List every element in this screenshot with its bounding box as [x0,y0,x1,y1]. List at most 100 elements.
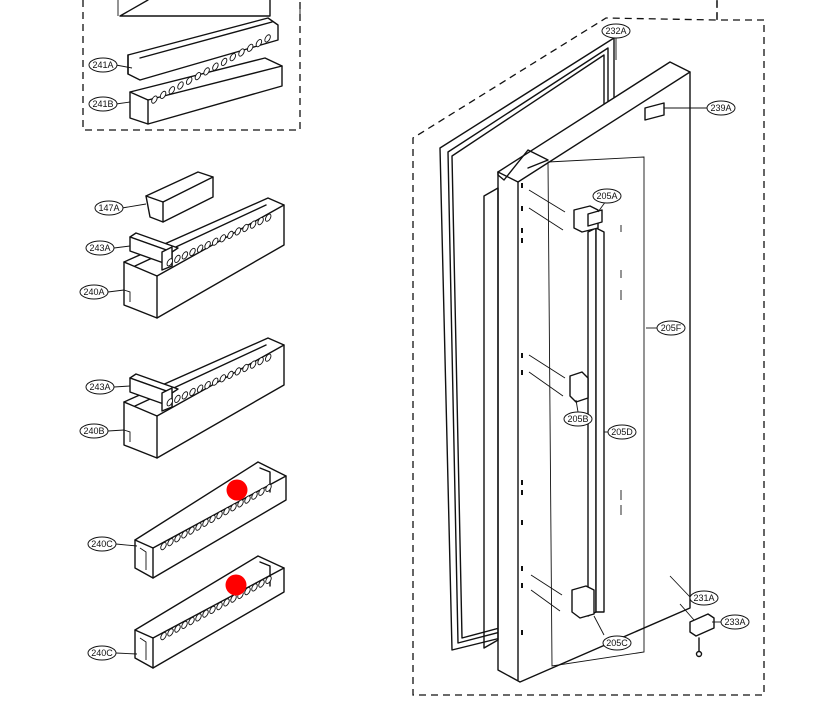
group-241-dashed-box [82,0,301,131]
leader-lines [107,38,722,655]
vent-slot [212,62,219,71]
callout-240C-2: 240C [87,645,117,661]
vent-slot [181,530,188,539]
vent-slot [189,387,196,397]
svg-text:205F: 205F [661,323,682,333]
callout-231A: 231A [689,590,719,606]
callout-233A: 233A [720,614,750,630]
svg-text:205C: 205C [606,638,628,648]
callouts: 241A 241B 147A 243A 240A 243A 240B 240C [79,23,750,661]
svg-text:232A: 232A [605,26,626,36]
vent-slot [238,48,245,57]
svg-text:233A: 233A [724,617,745,627]
vent-slot [251,583,258,592]
vent-slot [257,217,264,226]
vent-slot [242,363,249,373]
vent-slot [255,39,263,48]
vent-slot [166,398,174,407]
vent-slot [168,86,176,95]
vent-slot [246,43,254,52]
callout-232A: 232A [601,23,631,39]
vent-slot [188,526,195,535]
vent-slot [188,617,195,626]
vent-slot [174,254,181,263]
svg-text:240B: 240B [83,426,104,436]
callout-243A-1: 243A [85,240,115,256]
callout-243A-2: 243A [85,379,115,395]
vent-slot [204,381,211,390]
vent-slot [242,223,249,233]
vent-slot [223,507,230,516]
vent-slot [258,579,265,588]
callout-240B: 240B [79,423,109,439]
svg-text:240C: 240C [91,648,113,658]
vent-slot [160,632,167,641]
vent-slot [185,76,193,85]
callout-240A: 240A [79,284,109,300]
vent-slot [174,394,181,403]
vent-slot [249,220,257,229]
callout-241B: 241B [88,96,118,112]
hinge-233A [689,613,715,658]
svg-text:239A: 239A [710,103,731,113]
vent-slot [209,514,216,523]
svg-text:241B: 241B [92,99,113,109]
vent-slot [265,575,272,584]
svg-text:240A: 240A [83,287,104,297]
vent-slot [229,53,237,62]
svg-text:241A: 241A [92,60,113,70]
svg-text:231A: 231A [693,593,714,603]
vent-slot [223,598,230,607]
vent-slot [211,377,219,386]
vent-slot [264,353,272,362]
vent-slot [216,511,223,520]
callout-205F: 205F [656,320,686,336]
door-assembly [412,0,765,696]
vent-slot [234,367,242,376]
vent-slot [209,605,216,614]
vent-slot [195,522,202,531]
svg-text:205A: 205A [596,191,617,201]
vent-slot [166,258,174,267]
vent-slot [244,495,251,504]
vent-slot [257,357,264,366]
vent-slot [181,391,189,400]
svg-text:205D: 205D [611,427,633,437]
vent-slot [265,483,272,492]
vent-slot [196,244,204,253]
vent-slot [264,213,272,222]
vent-slot [227,230,234,239]
svg-text:205B: 205B [567,414,588,424]
vent-slot [167,628,174,637]
vent-slot [174,534,181,543]
vent-slot [216,602,223,611]
vent-slot [234,227,242,236]
vent-slot [244,587,251,596]
vent-slot [174,624,181,633]
vent-slot [194,72,202,81]
bin-240B-assembly [123,337,285,459]
vent-slot [159,90,167,99]
vent-slot [195,613,202,622]
vent-slot [181,251,189,260]
vent-slot [151,95,158,104]
svg-text:243A: 243A [89,243,110,253]
vent-slot [230,503,237,512]
callout-205D: 205D [607,424,637,440]
vent-slot [181,620,188,629]
vent-slot [258,487,265,496]
vent-slot [251,491,258,500]
vent-slot [189,247,196,257]
callout-241A: 241A [88,57,118,73]
vent-slot [237,499,244,508]
red-marker-upper [226,479,248,501]
vent-slot [227,370,234,379]
vent-slot [202,518,209,527]
vent-slot [220,57,228,66]
vent-slot [219,234,227,243]
vent-slot [202,609,209,618]
callout-240C-1: 240C [87,536,117,552]
red-marker-lower [225,574,247,596]
vent-slot [167,538,174,547]
